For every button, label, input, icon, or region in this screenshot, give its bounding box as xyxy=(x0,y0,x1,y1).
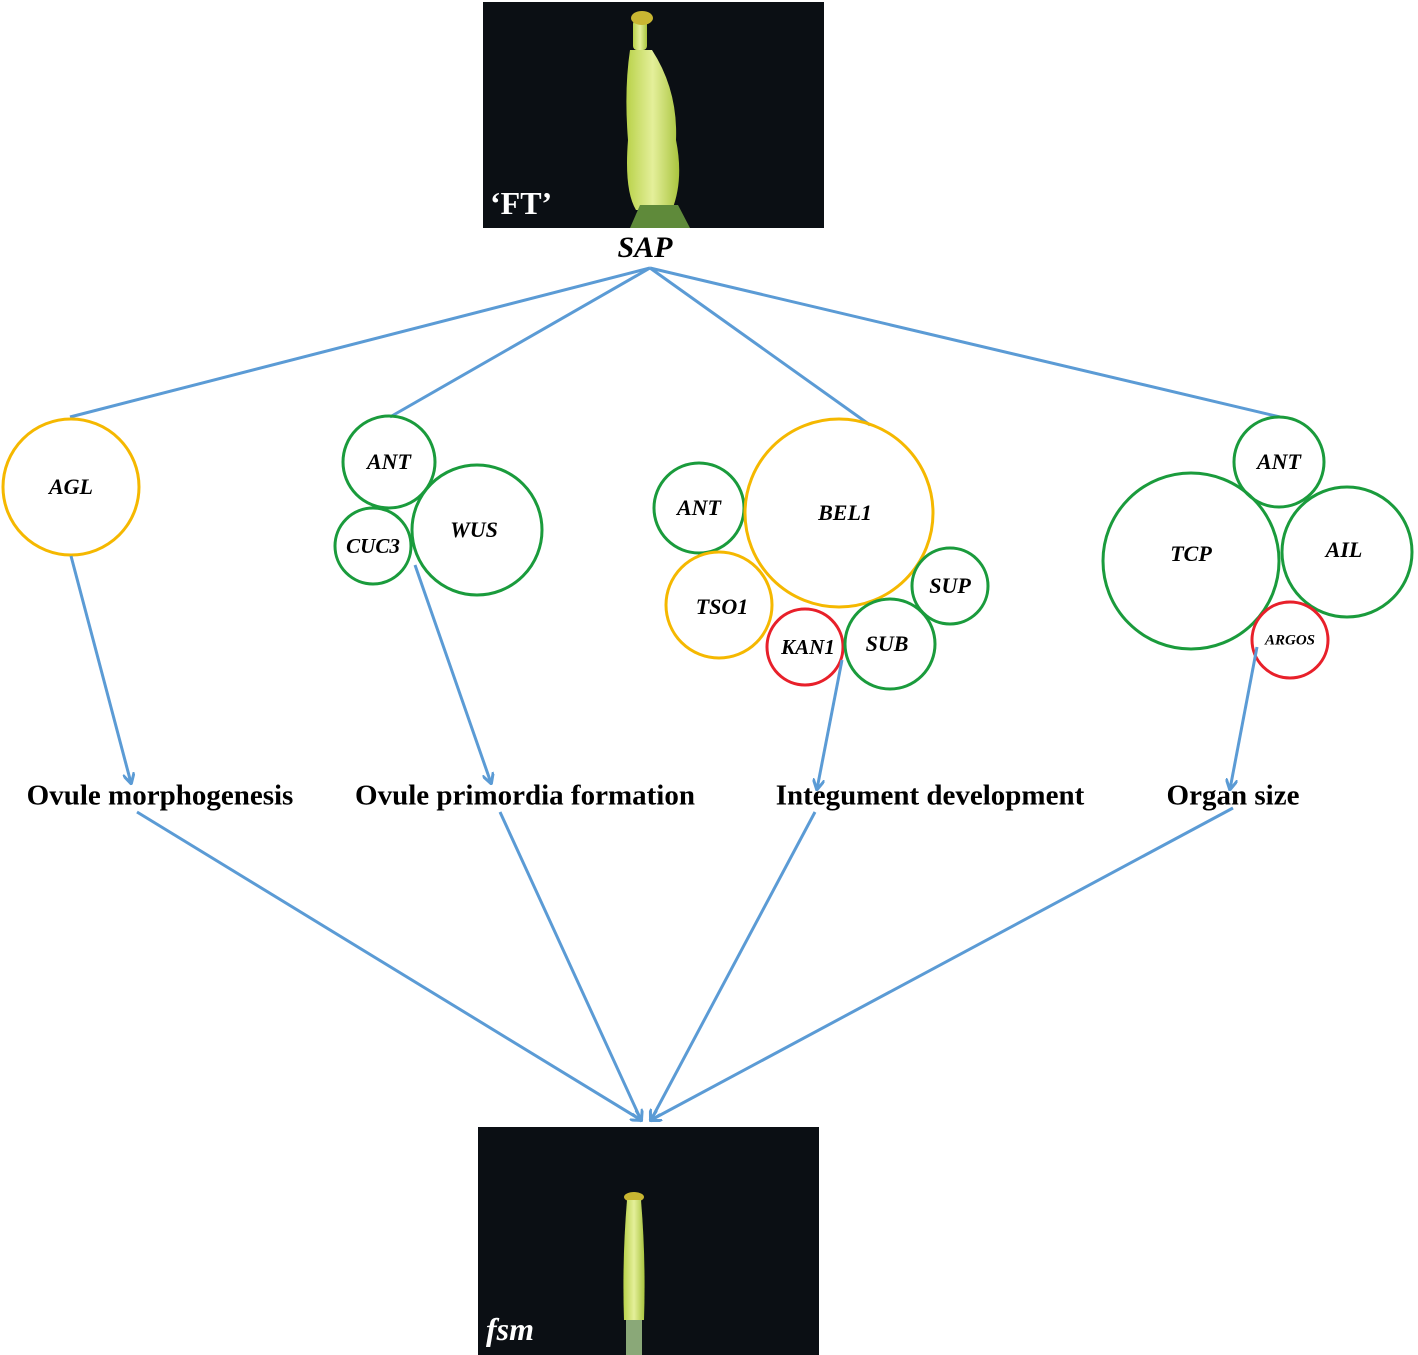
root-gene-label: SAP xyxy=(617,231,673,264)
gene-circle-ant xyxy=(341,414,437,510)
photo-fsm-pistil: fsm xyxy=(478,1127,819,1355)
gene-label-cuc3: CUC3 xyxy=(346,534,400,558)
gene-circle-kan1 xyxy=(765,607,845,687)
photo-fsm-label: fsm xyxy=(486,1311,534,1347)
branch-line-ovule-morphogenesis xyxy=(69,266,651,419)
gene-circle-wus xyxy=(410,463,544,597)
ovary-icon xyxy=(623,1200,645,1320)
gene-label-wus: WUS xyxy=(450,517,498,542)
photo-ft-pistil: ‘FT’ xyxy=(483,2,824,228)
gene-label-ant: ANT xyxy=(675,495,723,520)
gene-to-process-arrows xyxy=(69,555,1259,789)
gene-group-ovule-primordia: ANT CUC3 WUS xyxy=(333,414,544,597)
gene-label-ant: ANT xyxy=(1255,449,1303,474)
gene-label-sub: SUB xyxy=(866,631,909,656)
arrow-morphogenesis-to-fsm xyxy=(136,810,641,1120)
arrow-primordia-to-fsm xyxy=(498,811,641,1120)
gene-label-kan1: KAN1 xyxy=(780,635,835,659)
photo-ft-label: ‘FT’ xyxy=(490,185,552,221)
stigma-icon xyxy=(624,1192,644,1202)
gene-circle-argos xyxy=(1250,600,1330,680)
gene-circle-bel1 xyxy=(743,417,935,609)
gene-circle-ail xyxy=(1280,485,1414,619)
gene-group-integument: ANT BEL1 TSO1 KAN1 SUB SUP xyxy=(652,417,990,691)
gene-label-ant: ANT xyxy=(365,449,413,474)
gene-label-argos: ARGOS xyxy=(1264,632,1315,648)
gene-circle-sub xyxy=(843,597,937,691)
gene-label-sup: SUP xyxy=(929,573,971,598)
arrow-to-ovule-morphogenesis xyxy=(69,555,131,783)
ovary-icon xyxy=(626,50,680,210)
gene-circle-agl xyxy=(1,417,141,557)
gene-circle-cuc3 xyxy=(333,506,413,586)
arrow-organ-size-to-fsm xyxy=(651,806,1234,1120)
gene-label-tcp: TCP xyxy=(1170,541,1212,566)
stigma-icon xyxy=(631,11,653,25)
gene-circle-tcp xyxy=(1101,471,1281,651)
gene-group-ovule-morphogenesis: AGL xyxy=(1,417,141,557)
gene-circle-sup xyxy=(910,546,990,626)
process-label-ovule-primordia: Ovule primordia formation xyxy=(355,780,695,812)
gene-label-tso1: TSO1 xyxy=(696,594,749,619)
gene-circle-ant xyxy=(1232,415,1326,509)
process-label-integument: Integument development xyxy=(776,780,1085,812)
branch-line-integument xyxy=(649,266,871,427)
arrow-integument-to-fsm xyxy=(651,811,817,1120)
branch-line-ovule-primordia xyxy=(389,266,651,419)
gene-label-bel1: BEL1 xyxy=(817,500,872,525)
branch-line-organ-size xyxy=(649,266,1281,419)
process-label-ovule-morphogenesis: Ovule morphogenesis xyxy=(27,780,294,812)
gene-group-organ-size: ANT TCP AIL ARGOS xyxy=(1101,415,1414,680)
arrow-to-integument xyxy=(817,659,844,789)
pistil-style-icon xyxy=(633,20,647,50)
arrow-to-organ-size xyxy=(1230,646,1259,789)
arrow-to-ovule-primordia xyxy=(413,564,491,783)
gene-circle-tso1 xyxy=(664,550,774,660)
root-branch-lines xyxy=(69,266,1281,427)
gene-label-ail: AIL xyxy=(1324,537,1363,562)
process-label-organ-size: Organ size xyxy=(1167,780,1300,812)
gene-label-agl: AGL xyxy=(47,474,93,499)
process-to-fsm-arrows xyxy=(136,806,1234,1120)
